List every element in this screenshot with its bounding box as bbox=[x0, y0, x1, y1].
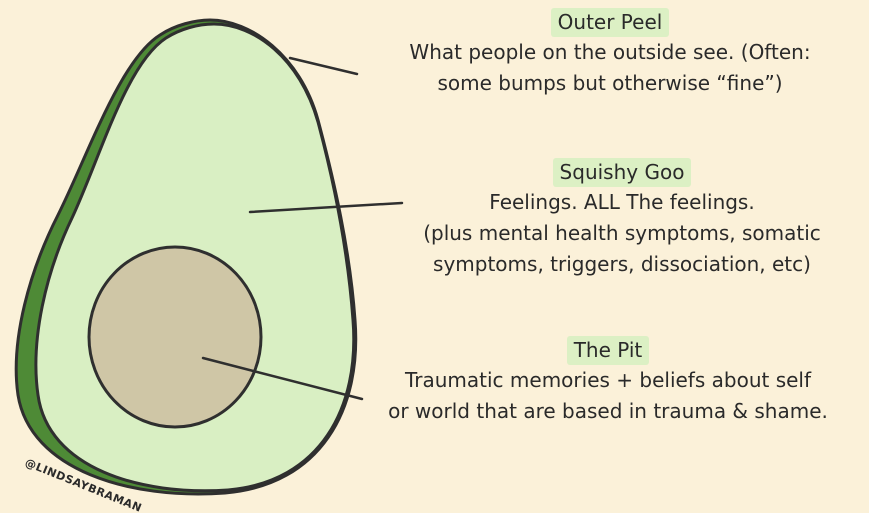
outer-peel-title: Outer Peel bbox=[551, 8, 670, 37]
label-the-pit: The Pit Traumatic memories + beliefs abo… bbox=[355, 336, 861, 427]
squishy-goo-description: Feelings. ALL The feelings. (plus mental… bbox=[392, 187, 852, 280]
label-squishy-goo: Squishy Goo Feelings. ALL The feelings. … bbox=[392, 158, 852, 280]
pointer-line-outer-peel bbox=[290, 58, 357, 74]
the-pit-description: Traumatic memories + beliefs about self … bbox=[355, 365, 861, 427]
avocado-pit bbox=[89, 247, 261, 427]
label-outer-peel: Outer Peel What people on the outside se… bbox=[360, 8, 860, 99]
the-pit-title: The Pit bbox=[567, 336, 650, 365]
outer-peel-description: What people on the outside see. (Often: … bbox=[360, 37, 860, 99]
squishy-goo-title: Squishy Goo bbox=[553, 158, 692, 187]
